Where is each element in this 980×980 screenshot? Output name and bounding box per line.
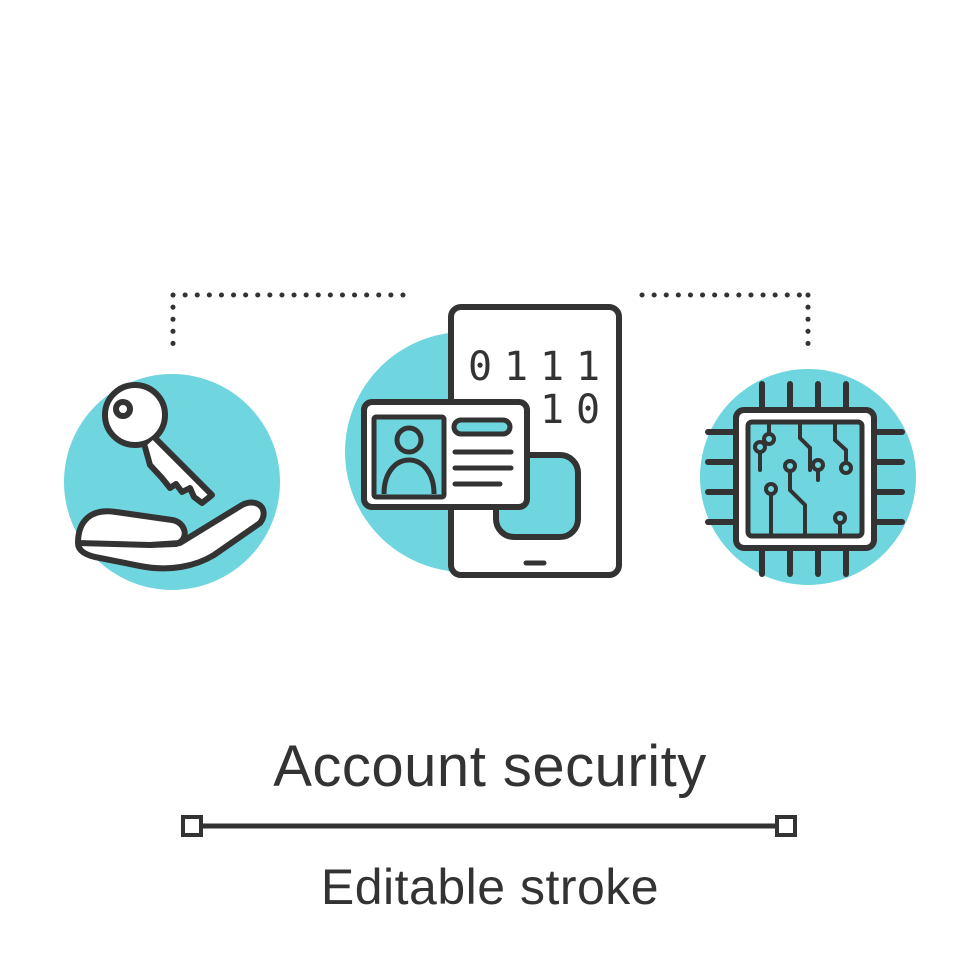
- key-in-hand-icon: [64, 374, 280, 590]
- dotted-connector-right: [639, 292, 811, 349]
- binary-digit: 0: [576, 387, 600, 433]
- editable-stroke-line: [181, 815, 797, 837]
- binary-digit: 1: [540, 344, 564, 390]
- caption-title: Account security: [273, 734, 707, 799]
- stroke-handle-right: [775, 815, 797, 837]
- id-card-icon: [361, 399, 530, 510]
- binary-digit: 1: [576, 344, 600, 390]
- stroke-handle-left: [181, 815, 203, 837]
- caption-subtitle: Editable stroke: [320, 859, 660, 915]
- smartphone-id-card-icon: 0 1 1 1 1 0: [345, 304, 622, 578]
- binary-digit: 0: [468, 344, 492, 390]
- binary-digit: 1: [504, 344, 528, 390]
- binary-digit: 1: [540, 387, 564, 433]
- microchip-icon: [700, 369, 916, 585]
- dotted-connector-left: [170, 292, 408, 349]
